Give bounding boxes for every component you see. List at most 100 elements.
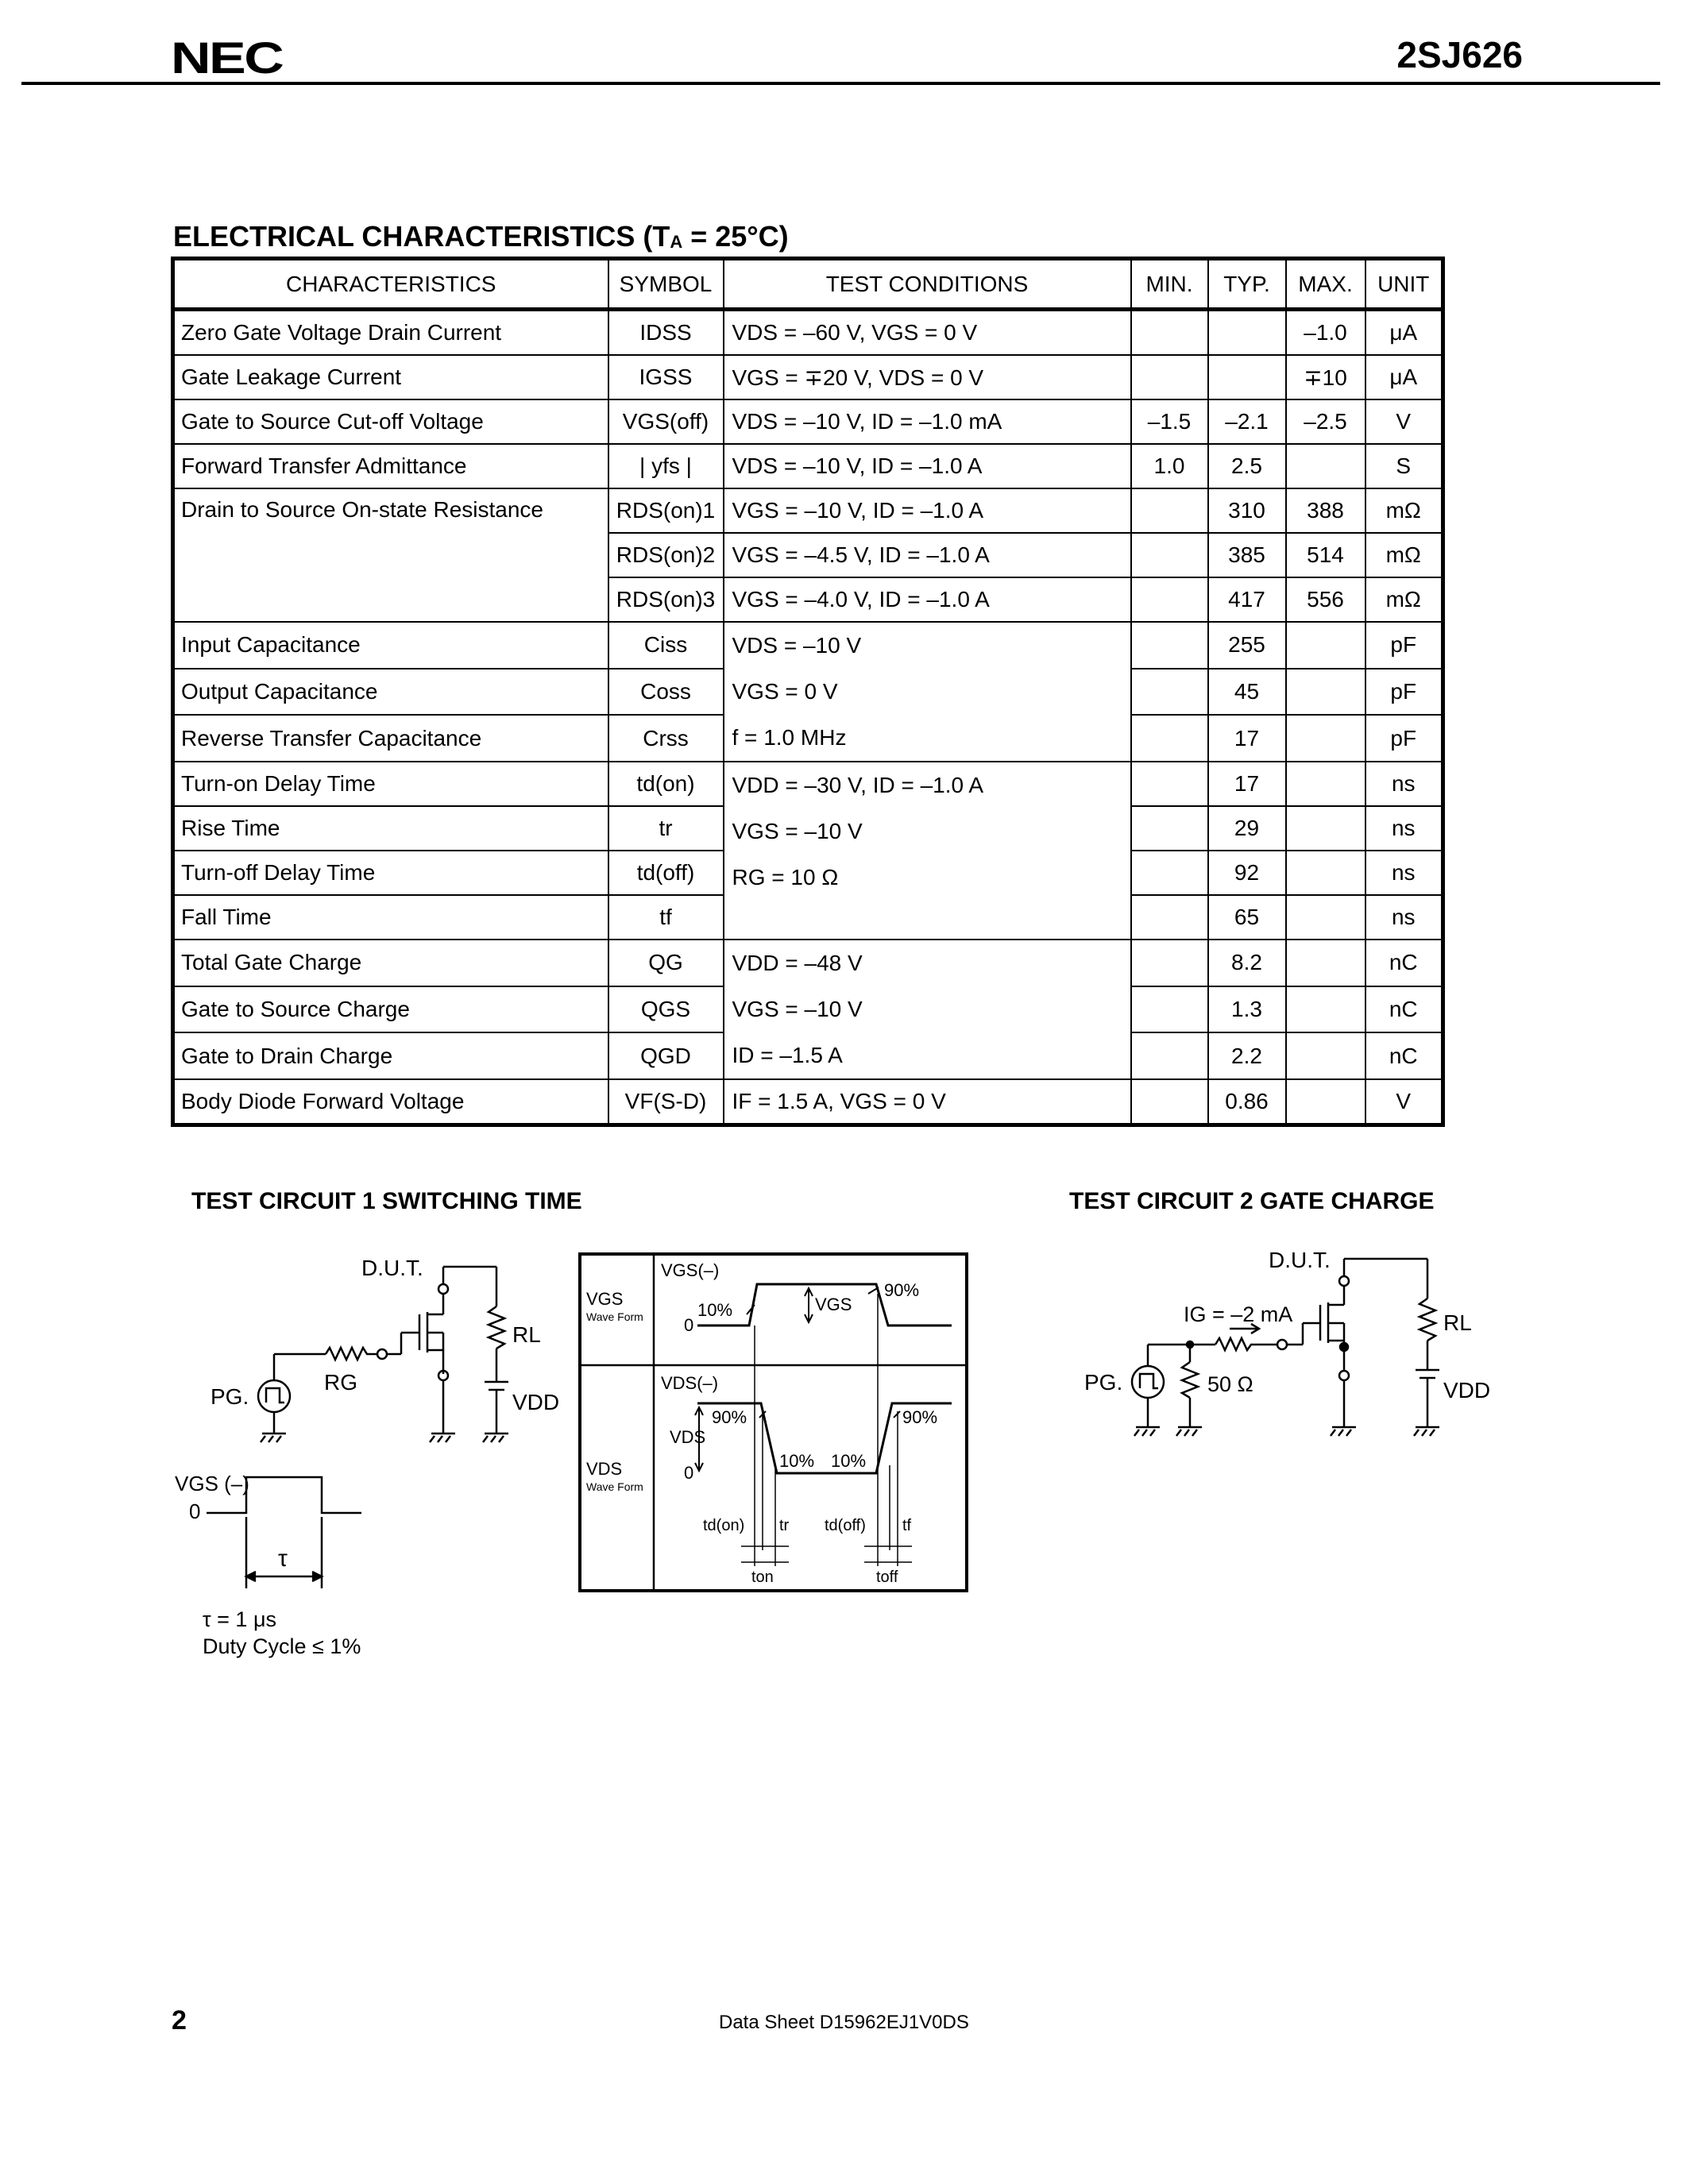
- c2-ig-label: IG = –2 mA: [1184, 1302, 1292, 1326]
- min-cell: [1130, 621, 1209, 669]
- symbol-cell: tf: [607, 894, 724, 940]
- characteristic-cell: Input Capacitance: [172, 621, 609, 669]
- test-condition-line: VGS = –10 V: [732, 997, 863, 1021]
- typ-cell: [1207, 354, 1287, 400]
- unit-cell: ns: [1364, 850, 1444, 896]
- characteristic-cell: Output Capacitance: [172, 667, 609, 716]
- wf-vgs-10: 10%: [697, 1300, 732, 1320]
- test-condition-line: VDD = –48 V: [732, 951, 863, 975]
- unit-cell: S: [1364, 443, 1444, 489]
- symbol-cell: QG: [607, 939, 724, 987]
- characteristic-cell: Gate to Drain Charge: [172, 1032, 609, 1080]
- section-title-main: ELECTRICAL CHARACTERISTICS (T: [173, 220, 670, 253]
- characteristic-cell: Turn-on Delay Time: [172, 761, 609, 807]
- typ-cell: 29: [1207, 805, 1287, 851]
- characteristic-cell: Drain to Source On-state Resistance: [172, 488, 609, 623]
- test-conditions-cell: VDS = –10 V, ID = –1.0 mA: [722, 399, 1132, 445]
- wf-vgs-label: VGS: [586, 1289, 623, 1309]
- header-cell: UNIT: [1364, 257, 1444, 311]
- min-cell: [1130, 577, 1209, 623]
- section-title-tail: = 25°C): [682, 220, 789, 253]
- part-number: 2SJ626: [1396, 34, 1523, 75]
- max-cell: 514: [1284, 532, 1366, 578]
- unit-cell: mΩ: [1364, 532, 1444, 578]
- symbol-cell: QGD: [607, 1032, 724, 1080]
- c1-dut-label: D.U.T.: [361, 1256, 423, 1280]
- max-cell: [1284, 850, 1366, 896]
- symbol-cell: VGS(off): [607, 399, 724, 445]
- circuit2-schematic: D.U.T. IG = –2 mA RL VDD PG. 50 Ω: [1084, 1251, 1490, 1437]
- test-conditions-cell: VDS = –10 V, ID = –1.0 A: [722, 443, 1132, 489]
- wf-td-on: td(on): [703, 1517, 744, 1534]
- min-cell: [1130, 1078, 1209, 1126]
- wf-zero-vds: 0: [684, 1463, 693, 1483]
- switching-waveform-diagram: VGS Wave Form VGS(–) 0 VGS 10% 90% VDS W…: [578, 1252, 968, 1592]
- typ-cell: 17: [1207, 761, 1287, 807]
- min-cell: [1130, 308, 1209, 356]
- table-header-row: CHARACTERISTICS SYMBOL TEST CONDITIONS M…: [172, 257, 1444, 311]
- symbol-cell: VF(S-D): [607, 1078, 724, 1126]
- c1-rg-label: RG: [324, 1370, 357, 1395]
- header-cell: TEST CONDITIONS: [722, 257, 1132, 311]
- min-cell: [1130, 850, 1209, 896]
- characteristic-cell: Total Gate Charge: [172, 939, 609, 987]
- test-conditions-cell: VGS = –4.5 V, ID = –1.0 A: [722, 532, 1132, 578]
- test-conditions-cell: VDS = –60 V, VGS = 0 V: [722, 308, 1132, 356]
- wf-td-off: td(off): [825, 1517, 866, 1534]
- unit-cell: V: [1364, 1078, 1444, 1126]
- header-cell: MIN.: [1130, 257, 1209, 311]
- max-cell: [1284, 667, 1366, 716]
- wf-vgs-neg: VGS(–): [661, 1260, 719, 1280]
- typ-cell: 17: [1207, 714, 1287, 762]
- header-cell: SYMBOL: [607, 257, 724, 311]
- typ-cell: 92: [1207, 850, 1287, 896]
- symbol-cell: Coss: [607, 667, 724, 716]
- characteristic-cell: Reverse Transfer Capacitance: [172, 714, 609, 762]
- min-cell: –1.5: [1130, 399, 1209, 445]
- wf-zero-vgs: 0: [684, 1315, 693, 1335]
- wf-vds-label: VDS: [586, 1459, 622, 1479]
- typ-cell: 45: [1207, 667, 1287, 716]
- wf-ton: ton: [751, 1569, 774, 1586]
- max-cell: [1284, 985, 1366, 1034]
- c1-vgs-pulse-label: VGS (–): [175, 1472, 249, 1495]
- test-condition-line: VGS = 0 V: [732, 679, 838, 704]
- unit-cell: pF: [1364, 667, 1444, 716]
- symbol-cell: Crss: [607, 714, 724, 762]
- min-cell: [1130, 532, 1209, 578]
- c1-rl-label: RL: [512, 1322, 541, 1347]
- test-condition-line: VDS = –10 V: [732, 633, 862, 658]
- typ-cell: 255: [1207, 621, 1287, 669]
- characteristic-cell: Forward Transfer Admittance: [172, 443, 609, 489]
- test-condition-line: ID = –1.5 A: [732, 1043, 843, 1067]
- page-number: 2: [172, 2005, 187, 2035]
- max-cell: –2.5: [1284, 399, 1366, 445]
- wf-vds-neg: VDS(–): [661, 1373, 718, 1393]
- characteristic-cell: Gate to Source Charge: [172, 985, 609, 1034]
- symbol-cell: QGS: [607, 985, 724, 1034]
- max-cell: –1.0: [1284, 308, 1366, 356]
- test-condition-line: VGS = –10 V: [732, 819, 863, 843]
- circuit1-schematic: D.U.T. RL RG VDD PG. VGS (–) 0 τ τ = 1 μ…: [175, 1256, 559, 1658]
- max-cell: [1284, 443, 1366, 489]
- test-conditions-cell: VGS = –10 V, ID = –1.0 A: [722, 488, 1132, 534]
- section-title-sub: A: [670, 232, 683, 252]
- min-cell: [1130, 805, 1209, 851]
- wf-vds-10a: 10%: [779, 1451, 814, 1471]
- typ-cell: 0.86: [1207, 1078, 1287, 1126]
- typ-cell: 65: [1207, 894, 1287, 940]
- header-cell: TYP.: [1207, 257, 1287, 311]
- c2-dut-label: D.U.T.: [1269, 1251, 1331, 1272]
- max-cell: [1284, 1078, 1366, 1126]
- unit-cell: mΩ: [1364, 577, 1444, 623]
